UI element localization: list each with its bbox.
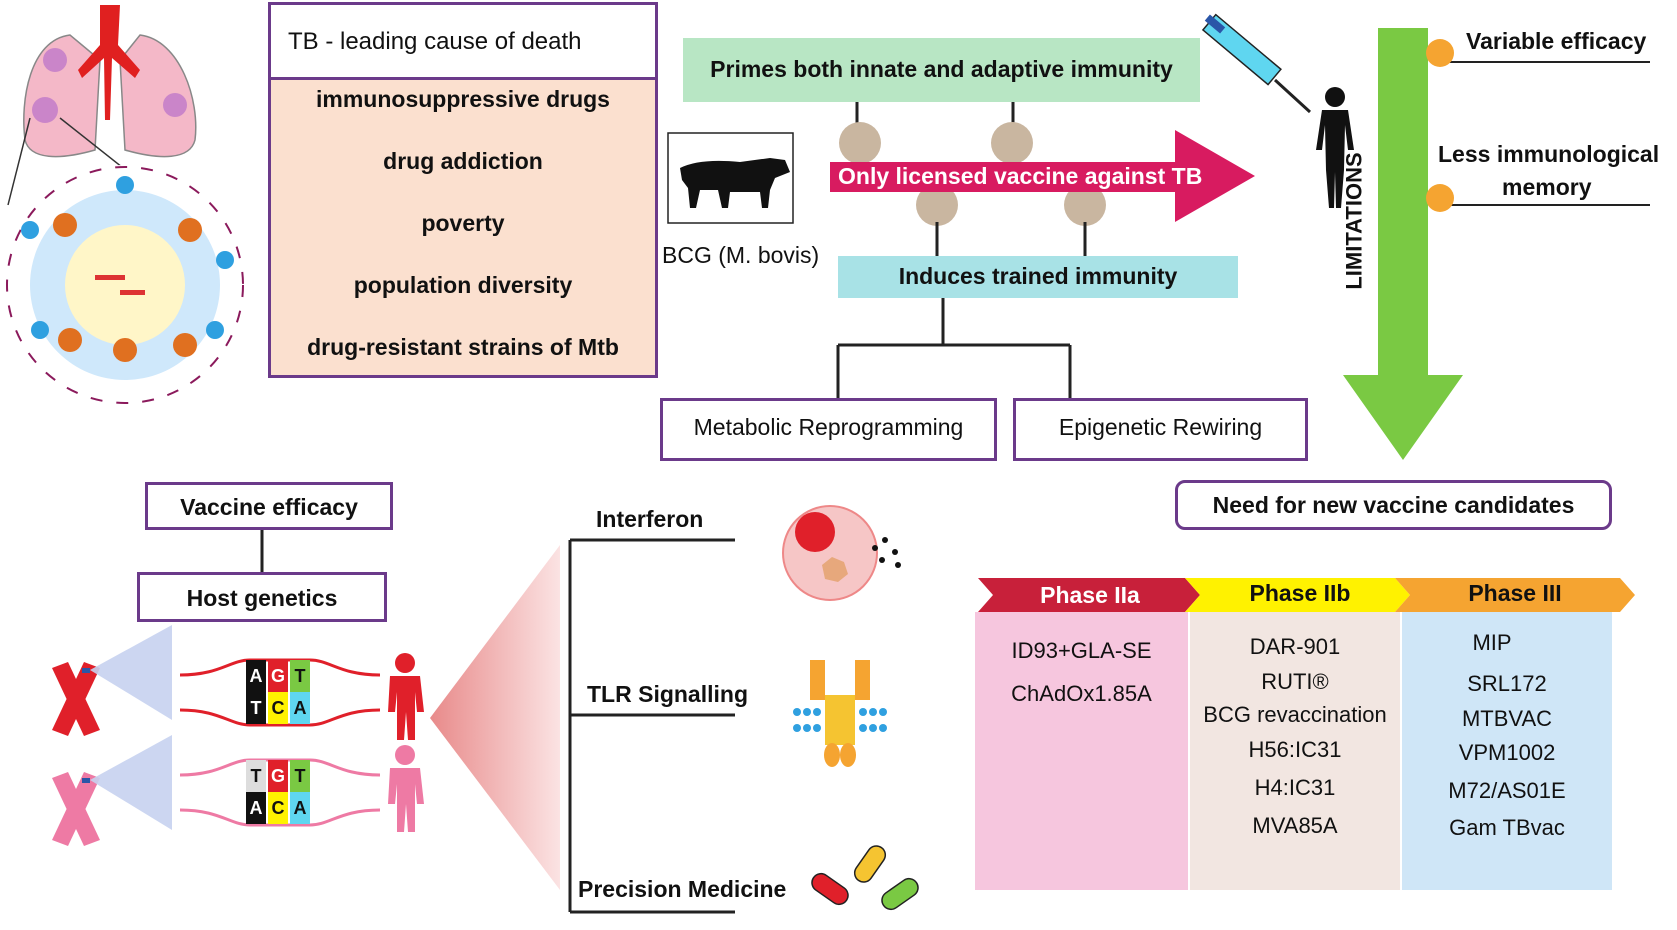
- metabolic-label: Metabolic Reprogramming: [693, 414, 964, 440]
- epigenetic-box: [1013, 398, 1308, 461]
- dna-base: A: [249, 666, 263, 686]
- need-box: [1175, 480, 1612, 530]
- cell-icon: [782, 505, 901, 601]
- limitation-memory: memory: [1502, 174, 1592, 200]
- phase-iib-item: H56:IC31: [1248, 737, 1342, 762]
- phase-iii-item: MTBVAC: [1461, 706, 1553, 731]
- person-pink-icon: [388, 745, 424, 832]
- factor-tlr: TLR Signalling: [587, 681, 748, 707]
- dna-base: A: [246, 792, 266, 824]
- induces-label: Induces trained immunity: [898, 263, 1178, 289]
- phase-iib-item: RUTI®: [1261, 669, 1329, 694]
- chromosome-red-icon: [52, 662, 100, 736]
- cause-item: drug-resistant strains of Mtb: [307, 334, 619, 360]
- primes-box: [683, 38, 1200, 102]
- dna-base: A: [290, 792, 310, 824]
- cause-item: population diversity: [353, 272, 573, 298]
- causes-title: TB - leading cause of death: [288, 28, 582, 55]
- phase-iia-label: Phase IIa: [1040, 582, 1140, 608]
- phase-iib-label: Phase IIb: [1249, 580, 1351, 606]
- dna-base: T: [294, 766, 306, 786]
- chromosome-pink-icon: [52, 772, 100, 846]
- phase-iii-item: VPM1002: [1458, 740, 1556, 765]
- phase-iib-item: BCG revaccination: [1203, 702, 1387, 727]
- dna-base: G: [270, 766, 285, 786]
- dna-base: T: [294, 666, 306, 686]
- causes-box: [268, 2, 658, 378]
- vaccine-efficacy-label: Vaccine efficacy: [180, 494, 358, 520]
- phase-iia-item: ChAdOx1.85A: [1011, 681, 1152, 706]
- licensed-label: Only licensed vaccine against TB: [838, 163, 1203, 189]
- primes-label: Primes both innate and adaptive immunity: [710, 56, 1173, 82]
- need-label: Need for new vaccine candidates: [1212, 492, 1575, 518]
- induces-box: [838, 256, 1238, 298]
- tlr-receptor-icon: [793, 660, 887, 767]
- host-genetics-box: [137, 572, 387, 622]
- vaccine-efficacy-box: [145, 482, 393, 530]
- metabolic-box: [660, 398, 997, 461]
- causes-header: [271, 5, 655, 80]
- limitation-variable-efficacy: Variable efficacy: [1466, 28, 1647, 54]
- phase-iia-tab: [978, 578, 1200, 612]
- human-icon: [1316, 87, 1354, 208]
- licensed-arrow: [830, 130, 1255, 222]
- phase-iii-item: Gam TBvac: [1449, 815, 1565, 840]
- dna-base: A: [290, 692, 310, 724]
- bcg-label: BCG (M. bovis): [662, 242, 820, 268]
- person-red-icon: [388, 653, 424, 740]
- limitations-arrow: [1343, 28, 1463, 460]
- factor-interferon: Interferon: [596, 506, 704, 532]
- phase-iib-tab: [1185, 578, 1410, 612]
- host-genetics-label: Host genetics: [186, 585, 338, 611]
- limitations-label: LIMITATIONS: [1341, 152, 1367, 290]
- phase-iib-item: MVA85A: [1252, 813, 1338, 838]
- dna-base: C: [268, 692, 288, 724]
- host-wedge: [430, 545, 560, 890]
- phase-iii-item: SRL172: [1467, 671, 1547, 696]
- syringe-icon: [1201, 13, 1312, 114]
- cause-item: immunosuppressive drugs: [316, 86, 610, 112]
- phase-iib-item: H4:IC31: [1254, 775, 1336, 800]
- cause-item: drug addiction: [383, 148, 543, 174]
- dna-base: G: [270, 666, 285, 686]
- phase-iii-label: Phase III: [1468, 580, 1562, 606]
- cause-item: poverty: [421, 210, 505, 236]
- limitation-immunological: Less immunological: [1438, 141, 1660, 167]
- factor-precision-medicine: Precision Medicine: [578, 876, 787, 902]
- epigenetic-label: Epigenetic Rewiring: [1058, 414, 1263, 440]
- dna-base: C: [268, 792, 288, 824]
- phase-iii-tab: [1395, 578, 1635, 612]
- phase-iia-item: ID93+GLA-SE: [1011, 638, 1152, 663]
- phase-iii-item: M72/AS01E: [1448, 778, 1566, 803]
- pills-icon: [811, 845, 919, 911]
- phase-iib-item: DAR-901: [1249, 634, 1341, 659]
- cow-icon: [667, 132, 794, 224]
- dna-base: T: [250, 766, 262, 786]
- phase-iii-item: MIP: [1472, 630, 1512, 655]
- granuloma-icon: [5, 165, 245, 405]
- dna-base: T: [250, 698, 262, 718]
